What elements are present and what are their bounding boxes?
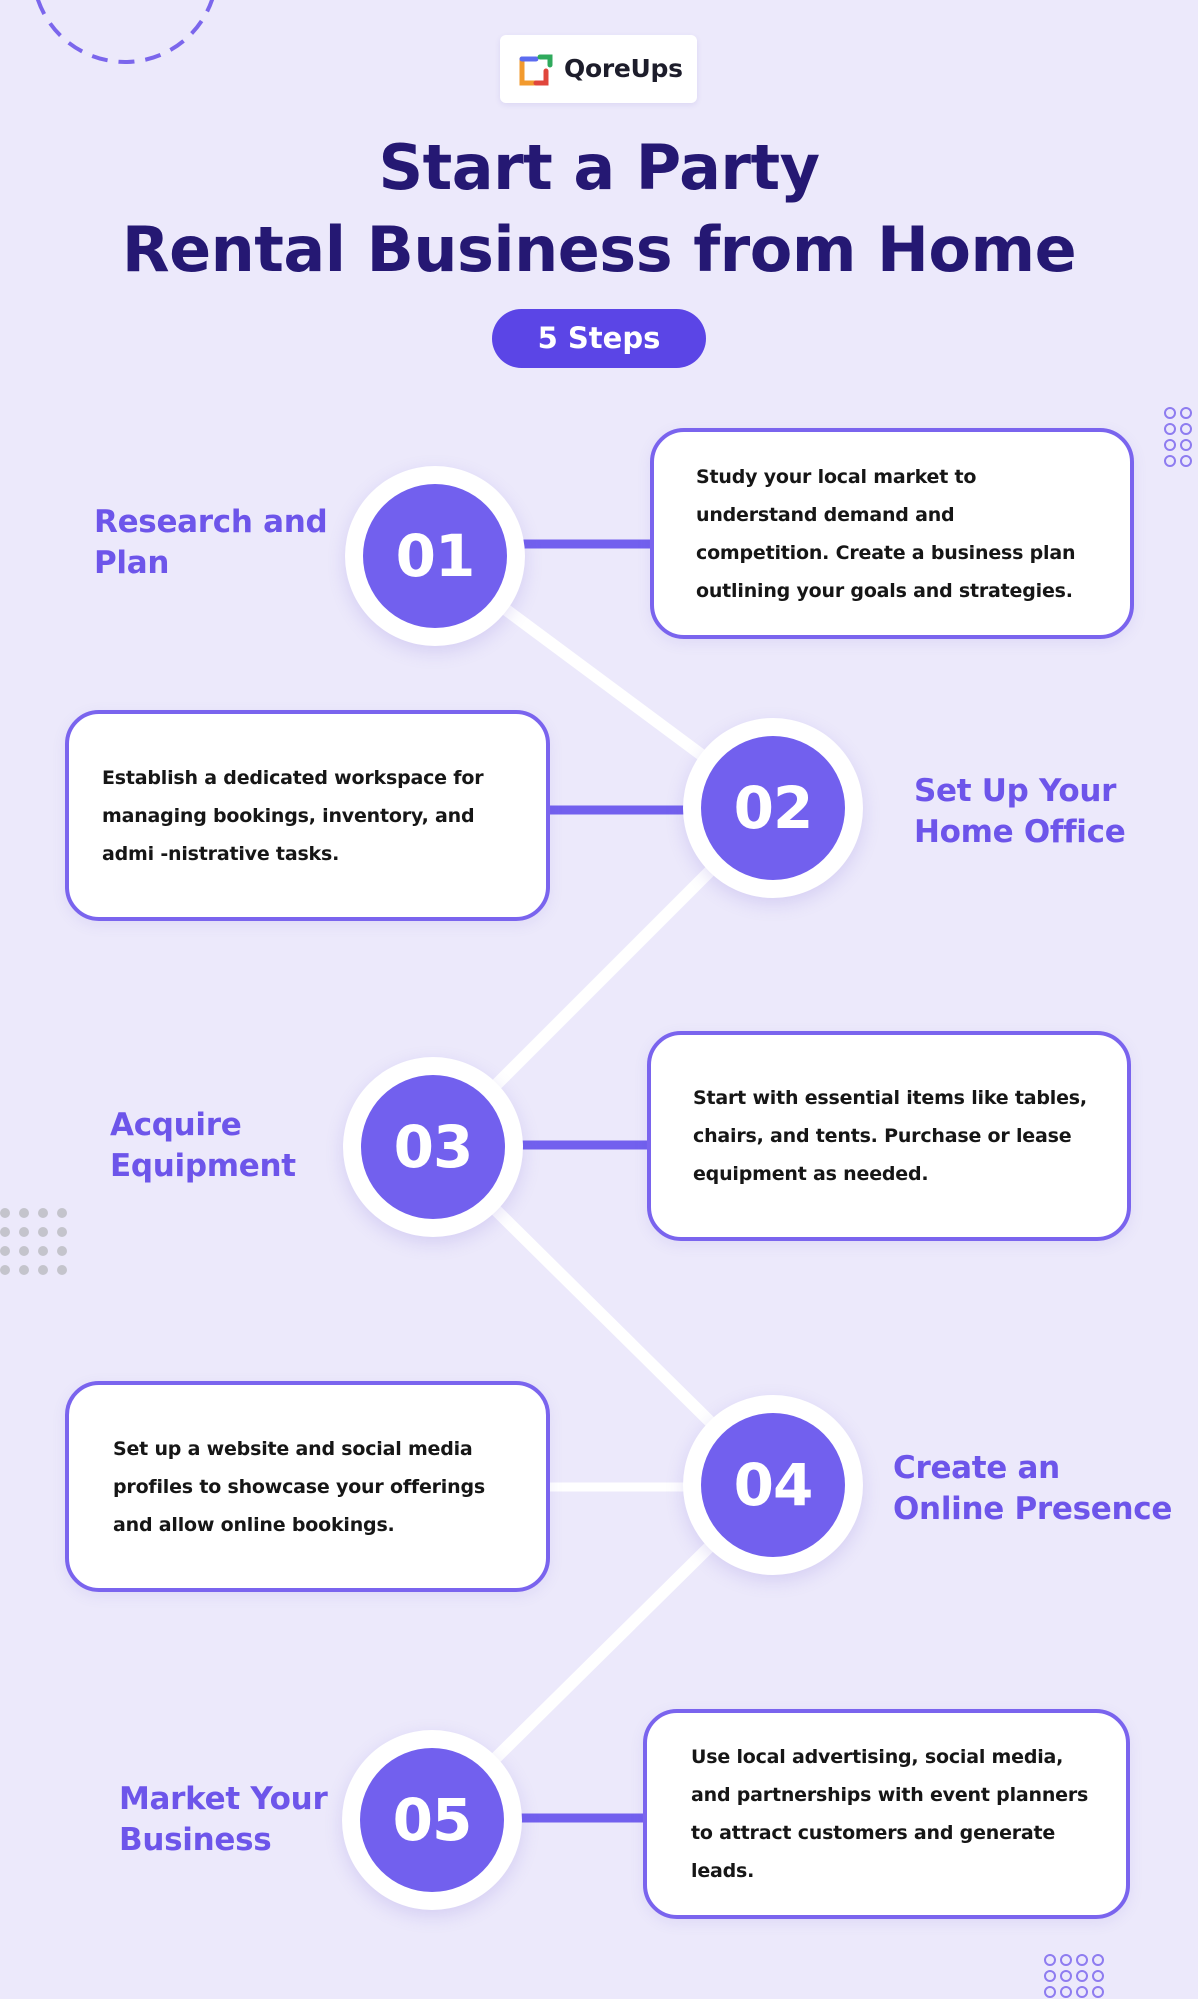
step-description: Start with essential items like tables, … [693,1087,1087,1185]
step-title-line1: Acquire [110,1107,242,1143]
step-title-line2: Business [119,1822,272,1858]
step-card-02: Establish a dedicated workspace for mana… [65,710,550,921]
brand-logo: QoreUps [500,35,697,103]
step-card-03: Start with essential items like tables, … [647,1031,1131,1241]
step-number-badge-01: 01 [345,466,525,646]
step-card-04: Set up a website and social media profil… [65,1381,550,1592]
step-number: 04 [701,1413,845,1557]
step-title-line1: Set Up Your [914,773,1117,809]
dot-grid-bottom-right [1044,1954,1104,1998]
brand-name: QoreUps [564,54,683,83]
step-number: 03 [361,1075,505,1219]
step-title-line2: Plan [94,545,170,581]
steps-badge: 5 Steps [492,309,706,368]
step-number-badge-02: 02 [683,718,863,898]
step-title-line1: Create an [893,1450,1060,1486]
dot-grid-left [0,1208,67,1275]
step-title-02: Set Up Your Home Office [914,771,1126,853]
step-title-line2: Equipment [110,1148,296,1184]
step-title-03: Acquire Equipment [110,1105,296,1187]
step-number: 05 [360,1748,504,1892]
step-description: Use local advertising, social media, and… [691,1746,1089,1882]
page-title-line2: Rental Business from Home [121,213,1077,286]
step-number-badge-03: 03 [343,1057,523,1237]
step-title-04: Create an Online Presence [893,1448,1172,1530]
step-card-05: Use local advertising, social media, and… [643,1709,1130,1919]
step-number: 02 [701,736,845,880]
step-title-05: Market Your Business [119,1779,328,1861]
page-title-line1: Start a Party [378,131,820,204]
step-number-badge-04: 04 [683,1395,863,1575]
step-title-line2: Online Presence [893,1491,1173,1527]
step-title-line1: Market Your [119,1781,328,1817]
step-number-badge-05: 05 [342,1730,522,1910]
dashed-circle-decoration [35,0,215,64]
step-description: Establish a dedicated workspace for mana… [102,766,484,865]
step-card-01: Study your local market to understand de… [650,428,1134,639]
step-description: Set up a website and social media profil… [113,1437,485,1536]
dot-grid-top-right [1164,407,1192,467]
step-title-01: Research and Plan [94,502,328,584]
step-number: 01 [363,484,507,628]
step-description: Study your local market to understand de… [696,465,1076,602]
step-title-line1: Research and [94,504,328,540]
step-title-line2: Home Office [914,814,1126,850]
qoreups-logo-icon [519,54,553,86]
